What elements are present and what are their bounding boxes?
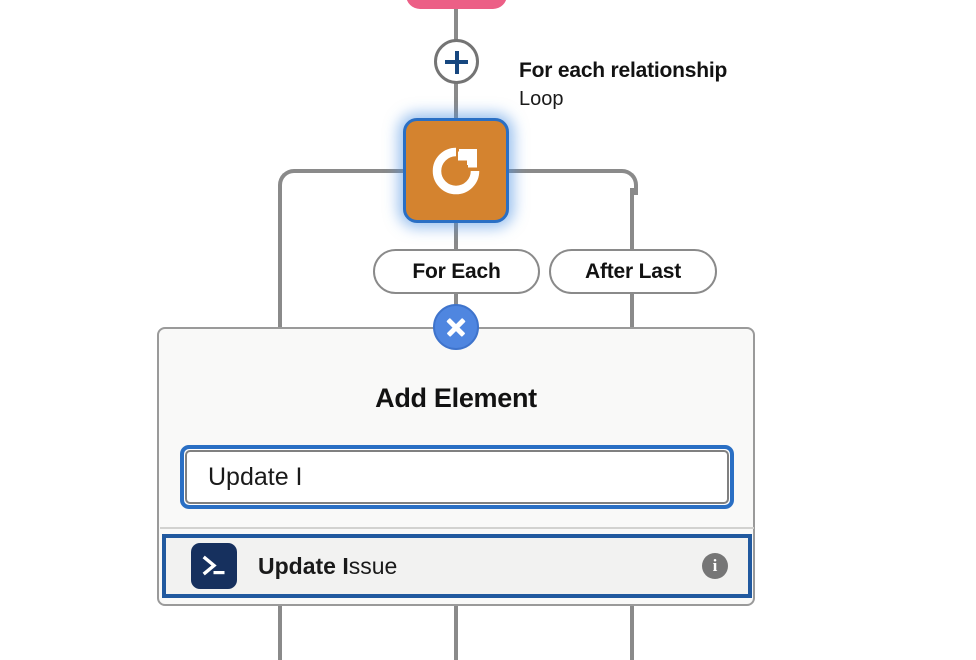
connector-curve-left (278, 169, 302, 195)
connector-line-to-foreach (454, 221, 458, 253)
connector-line-below-left (278, 604, 282, 660)
connector-line-upstream (454, 6, 458, 42)
add-step-button[interactable] (434, 39, 479, 84)
loop-refresh-icon (425, 140, 487, 202)
branch-pill-for-each[interactable]: For Each (373, 249, 540, 294)
connector-line-loop-left (296, 169, 406, 173)
panel-divider (160, 527, 754, 529)
add-element-title: Add Element (375, 383, 537, 413)
loop-node-title: For each relationship (519, 59, 728, 82)
add-element-search-inner (185, 450, 729, 504)
add-element-search-wrapper (180, 445, 734, 509)
connector-line-left-down (278, 188, 282, 330)
connector-line-afterlast-down (630, 290, 634, 330)
search-result-row-update-issue[interactable]: Update Issue i (162, 534, 752, 598)
loop-node-subtitle: Loop (519, 88, 564, 110)
branch-pill-after-last[interactable]: After Last (549, 249, 717, 294)
search-result-match-text: Update I (258, 552, 349, 579)
loop-node-caption: For each relationship Loop (519, 57, 727, 113)
connector-line-to-loop (454, 82, 458, 120)
upstream-node[interactable] (408, 0, 505, 7)
search-result-label: Update Issue (258, 553, 397, 580)
add-element-panel: Add Element Update Issue i (157, 327, 755, 606)
connector-line-below-right (630, 604, 634, 660)
terminal-prompt-icon (191, 543, 237, 589)
close-panel-button[interactable] (433, 304, 479, 350)
loop-node[interactable] (403, 118, 509, 223)
info-circle-icon[interactable]: i (702, 553, 728, 579)
plus-icon-vertical (454, 50, 459, 74)
connector-line-loop-right (506, 169, 616, 173)
add-element-search-input[interactable] (208, 462, 727, 492)
connector-line-below-center (454, 604, 458, 660)
search-result-rest-text: ssue (348, 552, 398, 579)
connector-curve-right (614, 169, 638, 195)
